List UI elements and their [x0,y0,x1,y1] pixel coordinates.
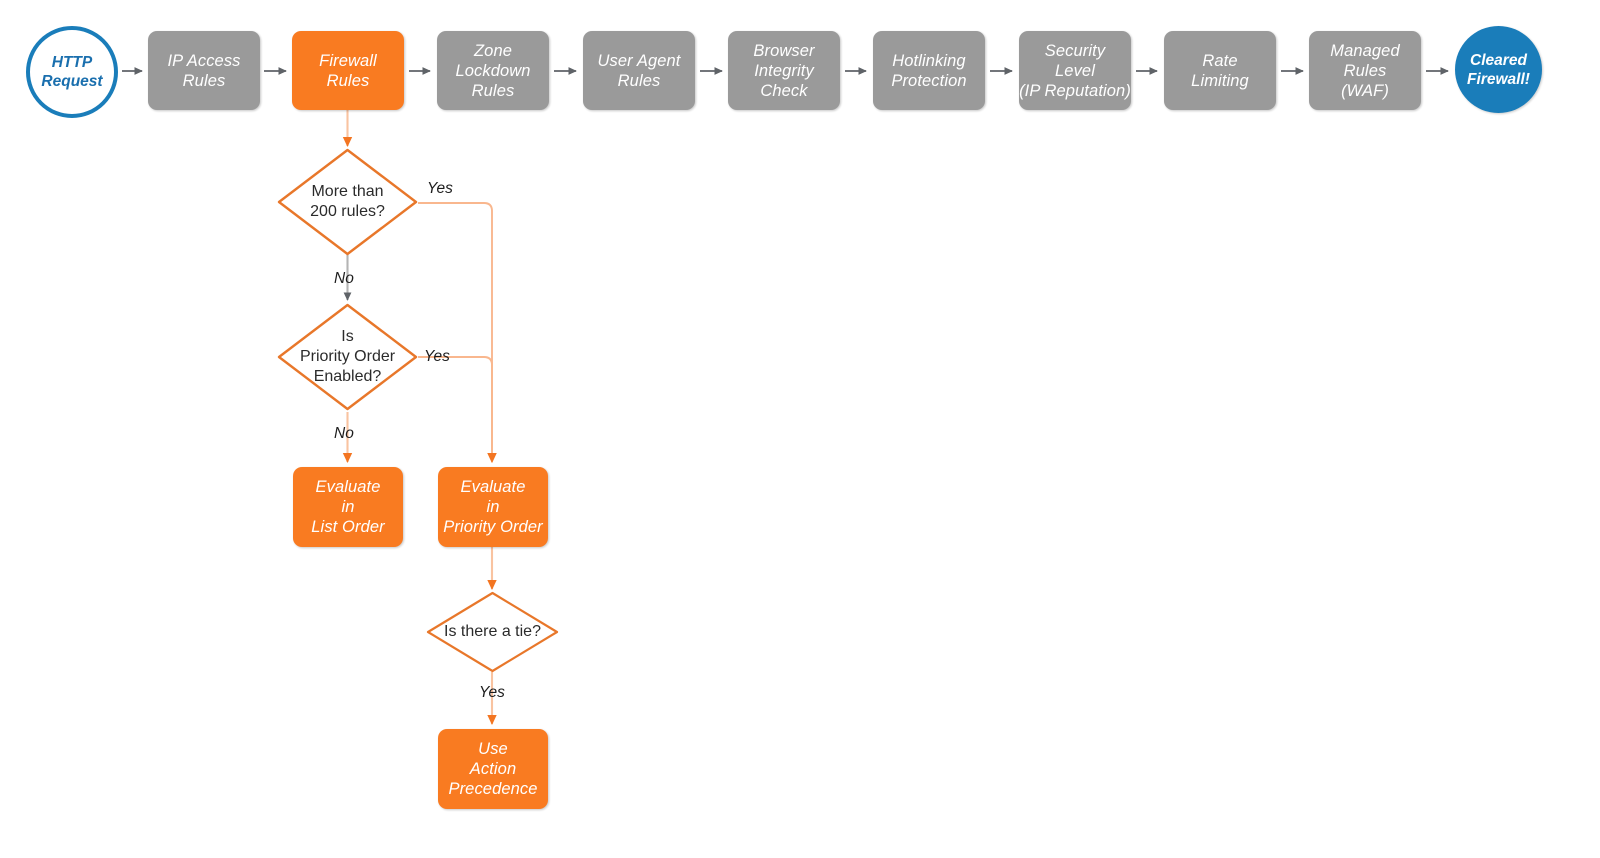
edge-label-decision1-yes: Yes [427,180,453,197]
node-http-request[interactable]: HTTP Request [26,26,118,118]
node-hotlinking-protection[interactable]: Hotlinking Protection [873,31,985,110]
decision-label: More than 200 rules? [310,183,385,220]
node-label: Evaluate in List Order [311,478,385,536]
node-label: Zone Lockdown Rules [455,41,531,100]
edge-decision1-yes [418,202,497,463]
node-firewall-rules[interactable]: Firewall Rules [292,31,404,110]
node-label: User Agent Rules [597,51,681,90]
node-user-agent-rules[interactable]: User Agent Rules [583,31,695,110]
edge-label-decision2-no: No [334,425,354,442]
diamond-shape [426,591,559,673]
node-evaluate-in-priority-order[interactable]: Evaluate in Priority Order [438,467,548,547]
node-cleared-firewall[interactable]: Cleared Firewall! [1455,26,1542,113]
edge-label-decision1-no: No [334,270,354,287]
node-label: Browser Integrity Check [753,41,815,100]
node-evaluate-in-list-order[interactable]: Evaluate in List Order [293,467,403,547]
decision-is-priority-order-enabled[interactable]: Is Priority Order Enabled? [277,303,418,411]
node-label: Security Level (IP Reputation) [1019,41,1131,100]
edge-label-decision2-yes: Yes [424,348,450,365]
decision-label: Is Priority Order Enabled? [299,328,396,385]
node-label: Cleared Firewall! [1467,51,1530,88]
node-ip-access-rules[interactable]: IP Access Rules [148,31,260,110]
node-browser-integrity-check[interactable]: Browser Integrity Check [728,31,840,110]
node-label: IP Access Rules [167,51,241,90]
node-label: Rate Limiting [1191,51,1249,90]
decision-is-there-a-tie[interactable]: Is there a tie? [426,591,559,673]
node-label: Hotlinking Protection [891,51,967,90]
node-label: Evaluate in Priority Order [443,478,543,536]
node-label: Use Action Precedence [448,740,538,798]
diamond-shape [277,303,418,411]
node-label: Firewall Rules [319,51,377,90]
node-label: HTTP Request [41,54,103,90]
decision-more-than-200-rules[interactable]: More than 200 rules? [277,148,418,256]
node-label: Managed Rules (WAF) [1330,41,1400,100]
node-security-level-ip-reputation[interactable]: Security Level (IP Reputation) [1019,31,1131,110]
node-zone-lockdown-rules[interactable]: Zone Lockdown Rules [437,31,549,110]
node-managed-rules-waf[interactable]: Managed Rules (WAF) [1309,31,1421,110]
node-rate-limiting[interactable]: Rate Limiting [1164,31,1276,110]
node-use-action-precedence[interactable]: Use Action Precedence [438,729,548,809]
edge-decision2-yes [418,356,497,463]
decision-label: Is there a tie? [444,623,541,640]
edge-label-decision3-yes: Yes [479,684,505,701]
diamond-shape [277,148,418,256]
